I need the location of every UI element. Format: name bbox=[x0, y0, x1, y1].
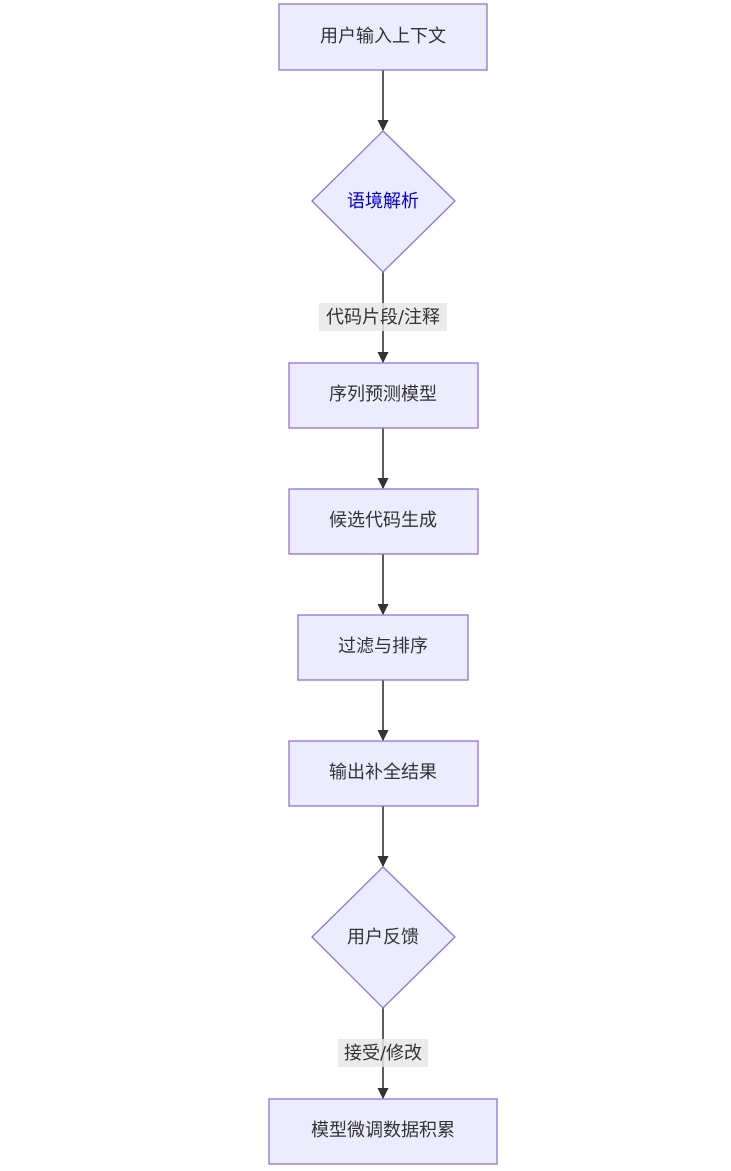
node-output: 输出补全结果 bbox=[288, 740, 479, 807]
node-finetune-label: 模型微调数据积累 bbox=[311, 1120, 455, 1141]
node-output-label: 输出补全结果 bbox=[329, 762, 437, 783]
node-filter-label: 过滤与排序 bbox=[338, 636, 428, 657]
node-input-box bbox=[278, 3, 488, 71]
edge-label-parse-to-predict: 代码片段/注释 bbox=[319, 303, 447, 331]
node-feedback-diamond bbox=[311, 866, 456, 1009]
node-candidate-label: 候选代码生成 bbox=[329, 510, 437, 531]
edge-label-feedback-to-finetune: 接受/修改 bbox=[338, 1039, 428, 1067]
node-filter-box bbox=[297, 614, 469, 681]
node-filter: 过滤与排序 bbox=[297, 614, 469, 681]
edge-label-background bbox=[338, 1039, 428, 1067]
node-finetune-box bbox=[268, 1098, 498, 1165]
edge-label-background bbox=[319, 303, 447, 331]
node-feedback-label: 用户反馈 bbox=[347, 927, 419, 948]
node-parse: 语境解析 bbox=[311, 130, 456, 273]
node-candidate-box bbox=[288, 488, 479, 555]
node-predict: 序列预测模型 bbox=[288, 362, 479, 429]
node-output-box bbox=[288, 740, 479, 807]
edge-label-text: 接受/修改 bbox=[344, 1043, 422, 1064]
node-input: 用户输入上下文 bbox=[278, 3, 488, 71]
node-candidate: 候选代码生成 bbox=[288, 488, 479, 555]
node-feedback: 用户反馈 bbox=[311, 866, 456, 1009]
node-parse-diamond bbox=[311, 130, 456, 273]
node-predict-box bbox=[288, 362, 479, 429]
edge-label-text: 代码片段/注释 bbox=[326, 307, 440, 328]
node-finetune: 模型微调数据积累 bbox=[268, 1098, 498, 1165]
node-parse-label: 语境解析 bbox=[347, 191, 419, 212]
node-input-label: 用户输入上下文 bbox=[320, 26, 446, 47]
node-predict-label: 序列预测模型 bbox=[329, 384, 437, 405]
